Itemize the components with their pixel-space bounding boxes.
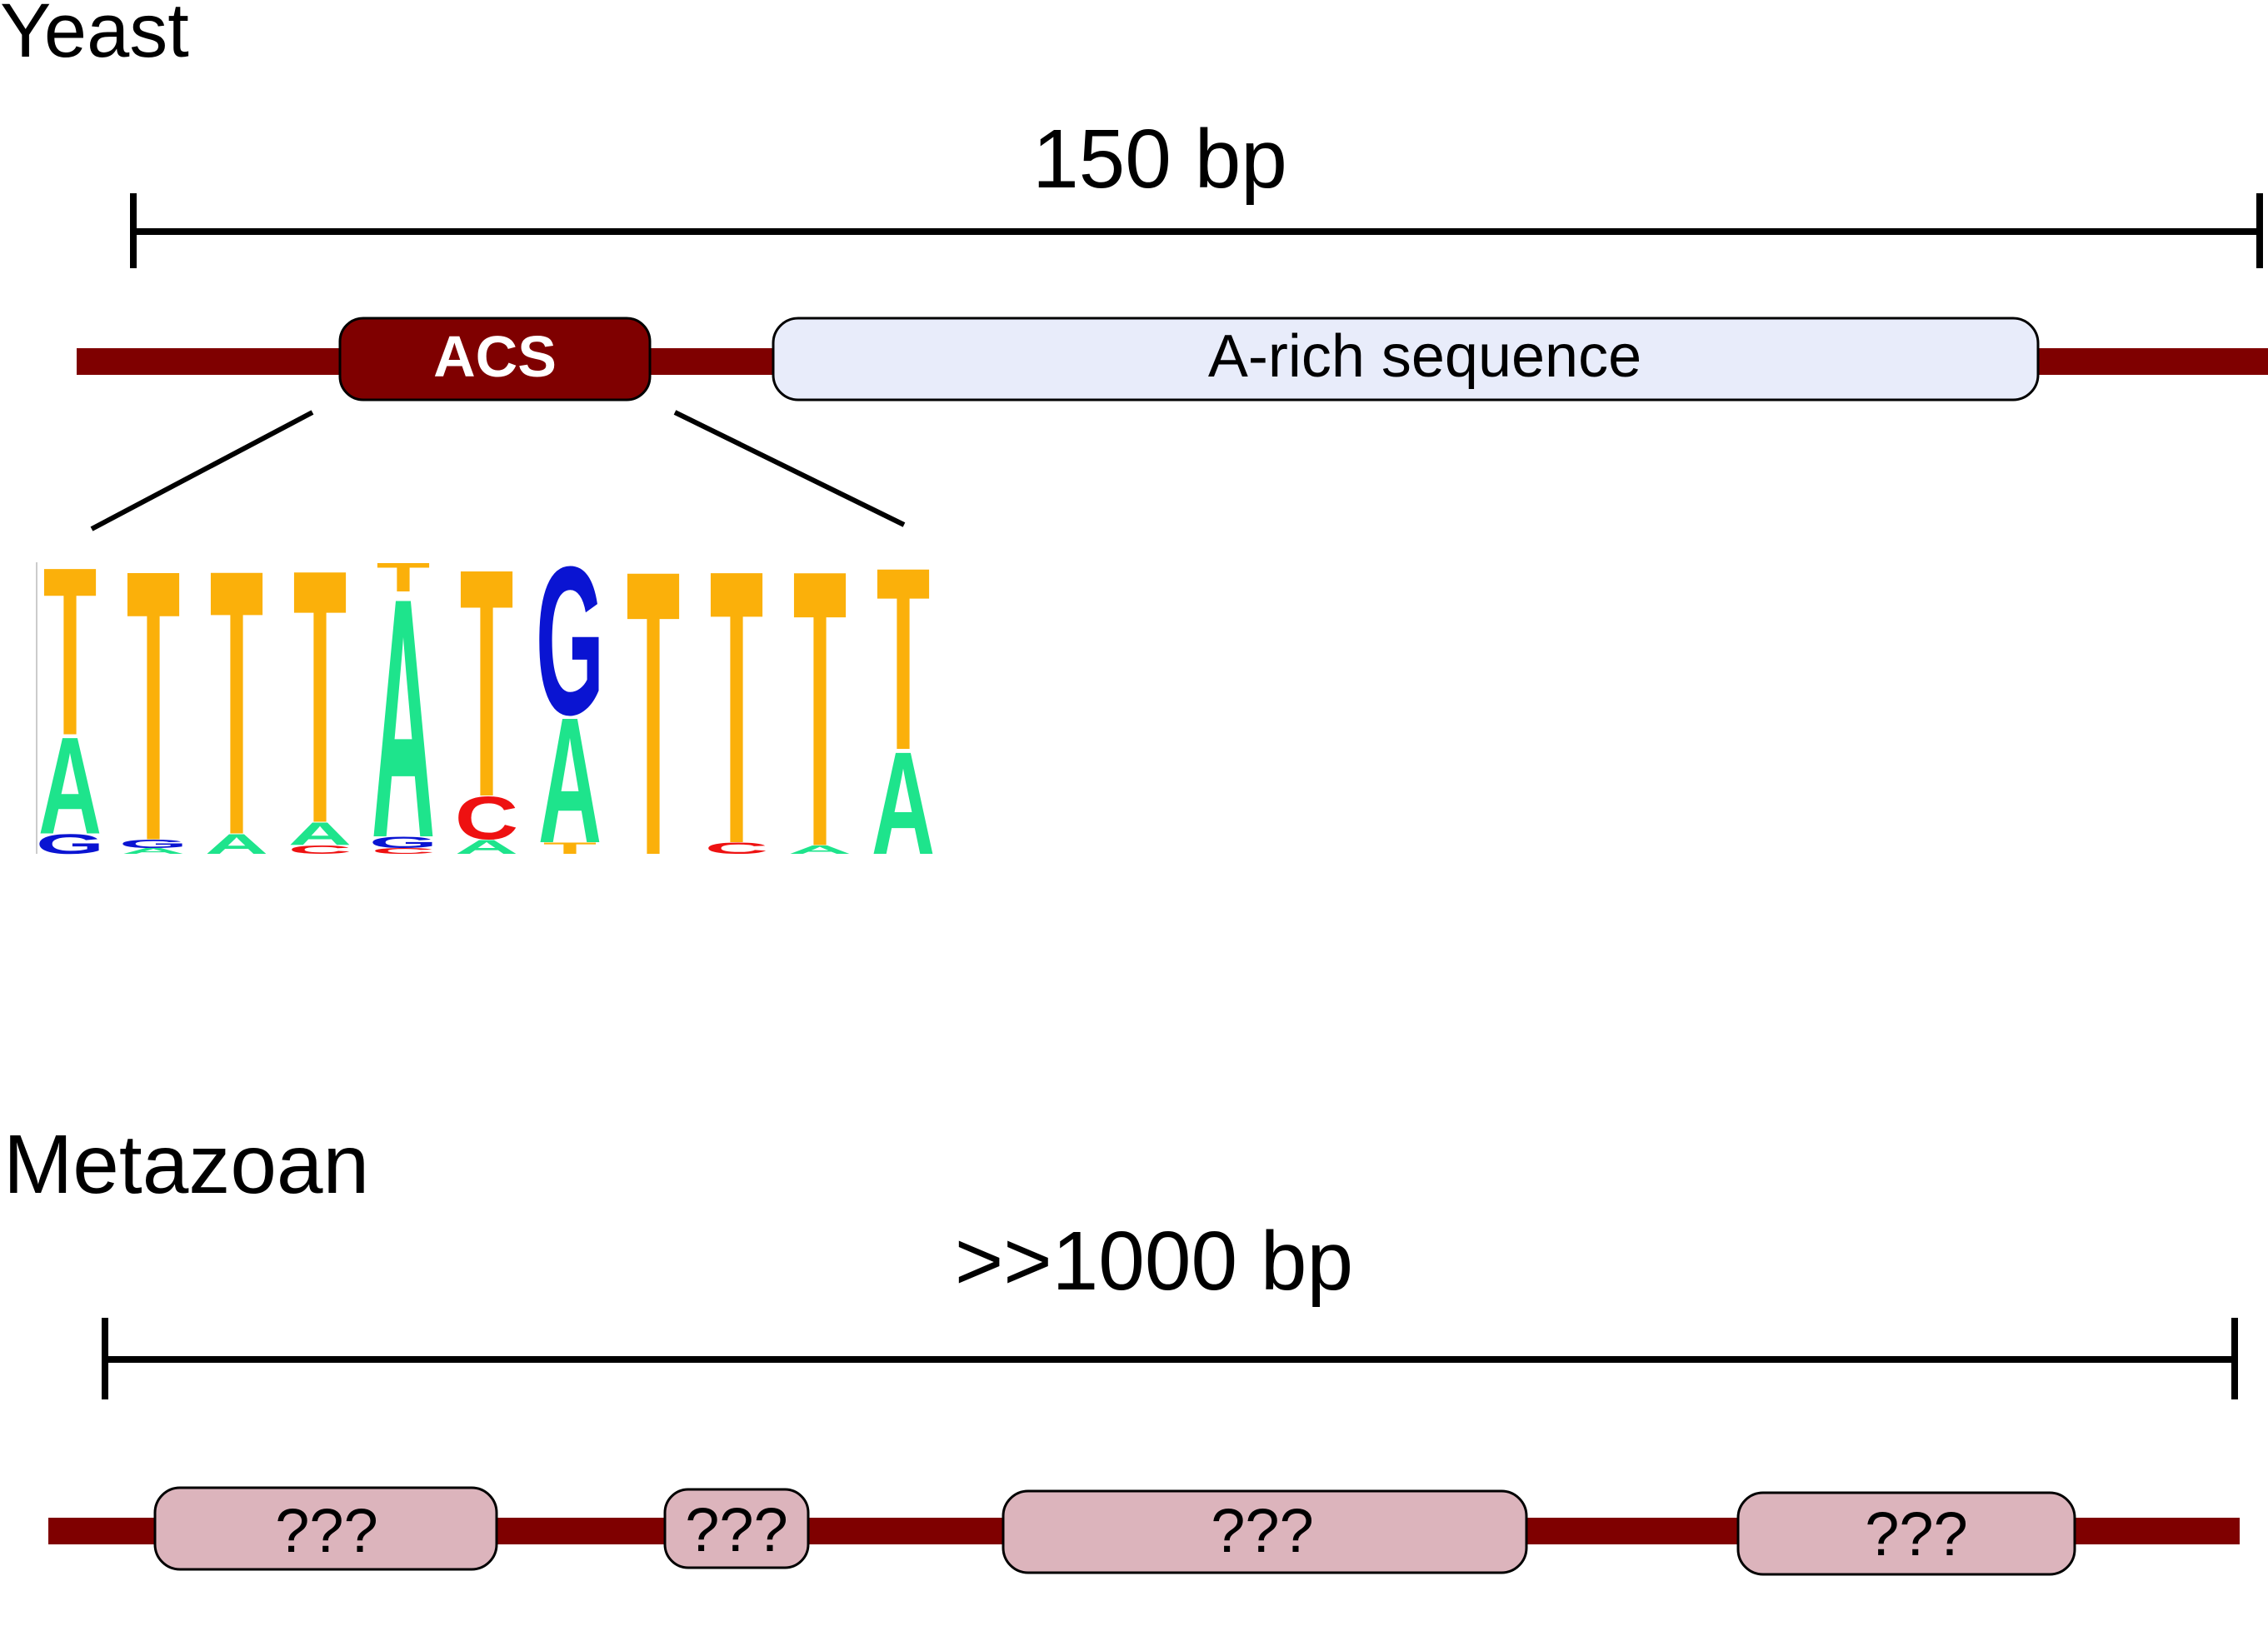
- logo-letter-a: A: [288, 816, 352, 852]
- logo-letter-a: A: [122, 846, 185, 855]
- zoom-lines: [90, 410, 906, 531]
- logo-letter-t: T: [793, 487, 847, 929]
- unknown-element-4: ???: [1736, 1491, 2076, 1576]
- logo-letter-g: G: [36, 828, 104, 860]
- logo-letter-t: T: [127, 490, 180, 922]
- metazoan-title: Metazoan: [3, 1118, 369, 1211]
- unknown-element-3: ???: [1002, 1489, 1528, 1574]
- logo-letter-g: G: [536, 523, 604, 759]
- logo-letter-t: T: [710, 489, 763, 925]
- logo-letter-a: A: [538, 681, 602, 880]
- yeast-length-label: 150 bp: [1032, 112, 1287, 206]
- unknown-box-2: [663, 1488, 810, 1569]
- logo-letter-a: A: [372, 527, 435, 910]
- metazoan-scale-bar: [102, 1318, 2238, 1399]
- unknown-element-2: ???: [663, 1488, 810, 1569]
- zoom-line-right: [673, 410, 906, 527]
- unknown-label-3: ???: [1211, 1496, 1313, 1565]
- logo-letter-a: A: [205, 828, 268, 860]
- unknown-box-4: [1736, 1491, 2076, 1576]
- logo-letter-g: G: [119, 837, 187, 850]
- metazoan-length-label: >>1000 bp: [955, 1215, 1353, 1308]
- unknown-box-3: [1002, 1489, 1528, 1574]
- yeast-scale-bar: [130, 193, 2263, 268]
- logo-letter-a: A: [455, 835, 518, 858]
- unknown-label-4: ???: [1865, 1499, 1967, 1569]
- logo-letter-g: G: [369, 833, 437, 851]
- unknown-box-1: [153, 1486, 498, 1571]
- a-rich-box: [772, 317, 2040, 402]
- logo-letter-t: T: [43, 517, 97, 786]
- logo-letter-t: T: [377, 556, 430, 601]
- logo-letter-a: A: [38, 708, 102, 863]
- a-rich-element: A-rich sequence: [772, 317, 2040, 402]
- unknown-element-1: ???: [153, 1486, 498, 1571]
- acs-label: ACS: [433, 324, 557, 389]
- unknown-label-1: ???: [275, 1496, 377, 1565]
- unknown-label-2: ???: [685, 1495, 787, 1564]
- acs-box: [338, 317, 652, 402]
- logo-letter-t: T: [543, 839, 597, 857]
- logo-letter-t: T: [627, 486, 680, 940]
- logo-letter-a: A: [788, 843, 852, 856]
- acs-element: ACS: [338, 317, 652, 402]
- logo-letter-a: A: [872, 721, 935, 885]
- zoom-line-left: [90, 410, 314, 531]
- yeast-title: Yeast: [0, 0, 189, 73]
- logo-letter-c: C: [705, 839, 768, 857]
- logo-letter-c: C: [455, 785, 518, 852]
- logo-letter-t: T: [460, 501, 513, 865]
- logo-letter-c: C: [288, 843, 352, 856]
- logo-letter-t: T: [210, 491, 263, 914]
- logo-letter-t: T: [877, 515, 930, 805]
- logo-letter-t: T: [293, 494, 347, 900]
- logo-letter-c: C: [372, 846, 435, 855]
- a-rich-label: A-rich sequence: [1208, 323, 1641, 390]
